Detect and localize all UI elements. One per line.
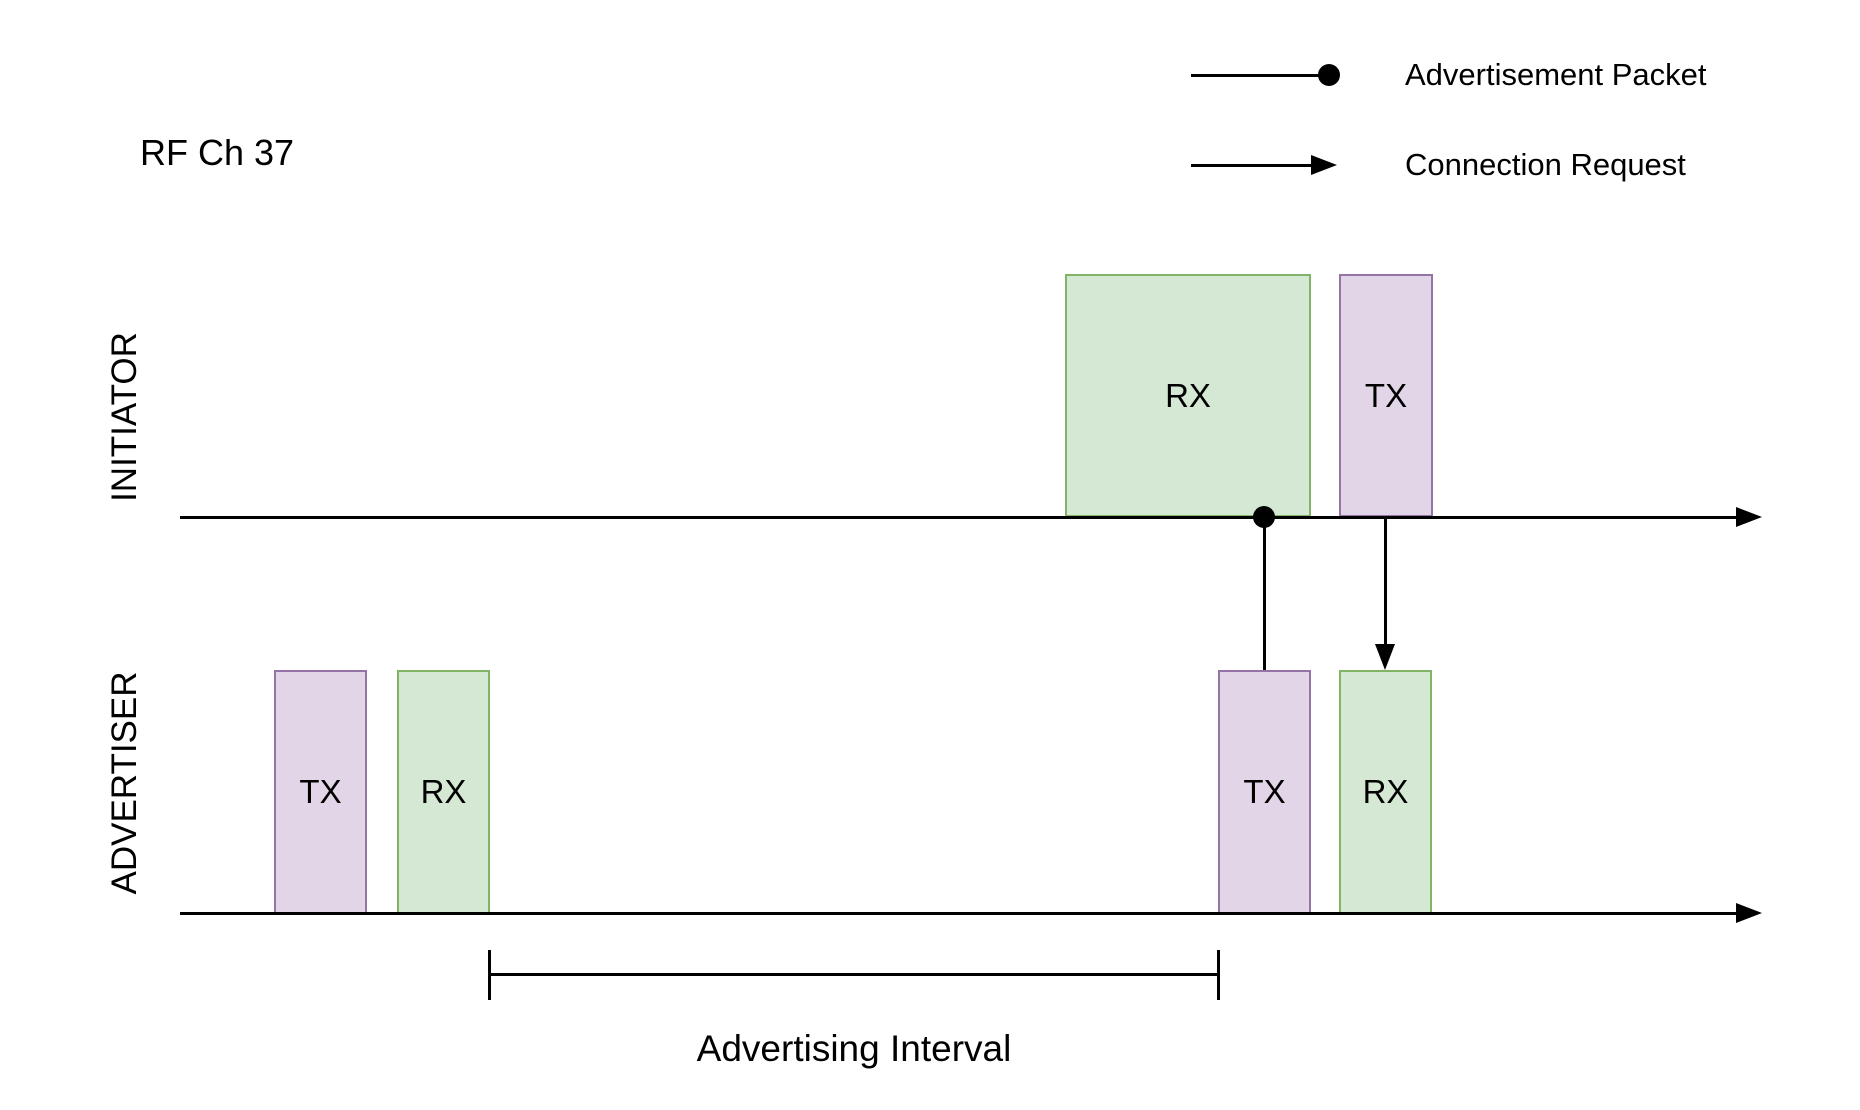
advertiser-timeline-arrow-icon (1736, 903, 1762, 923)
rf-channel-label: RF Ch 37 (140, 132, 295, 173)
connection-request-arrowhead-icon (1375, 644, 1395, 670)
interval-line (488, 973, 1220, 976)
advertiser-rx2-label: RX (1362, 773, 1409, 810)
interval-right-tick (1217, 950, 1220, 1000)
initiator-timeline (180, 507, 1762, 527)
initiator-rx-label: RX (1165, 376, 1211, 414)
advertising-interval-label: Advertising Interval (696, 1028, 1012, 1069)
initiator-lane-label: INITIATOR (105, 332, 144, 502)
legend-connection-request-arrow-icon (1311, 155, 1337, 175)
advertiser-rx1-box: RX (397, 670, 490, 914)
advertiser-lane-label: ADVERTISER (105, 671, 144, 895)
advertiser-tx2-box: TX (1218, 670, 1311, 914)
legend-advertisement-packet-dot-icon (1318, 64, 1340, 86)
connection-request-connector (1384, 517, 1387, 647)
advertiser-timeline (180, 903, 1762, 923)
initiator-tx-box: TX (1339, 274, 1433, 517)
initiator-tx-label: TX (1364, 376, 1408, 414)
legend-advertisement-packet-line (1191, 74, 1323, 77)
initiator-rx-box: RX (1065, 274, 1311, 517)
legend-connection-request-line (1191, 164, 1313, 167)
legend-connection-request-label: Connection Request (1405, 147, 1686, 182)
advertiser-tx1-box: TX (274, 670, 367, 914)
advertisement-packet-dot-icon (1253, 506, 1275, 528)
initiator-timeline-arrow-icon (1736, 507, 1762, 527)
advertiser-tx1-label: TX (299, 773, 342, 810)
advertiser-tx2-label: TX (1243, 773, 1286, 810)
legend-advertisement-packet-label: Advertisement Packet (1405, 57, 1707, 92)
advertisement-packet-connector (1263, 517, 1266, 670)
advertiser-rx1-label: RX (420, 773, 467, 810)
advertiser-rx2-box: RX (1339, 670, 1432, 914)
